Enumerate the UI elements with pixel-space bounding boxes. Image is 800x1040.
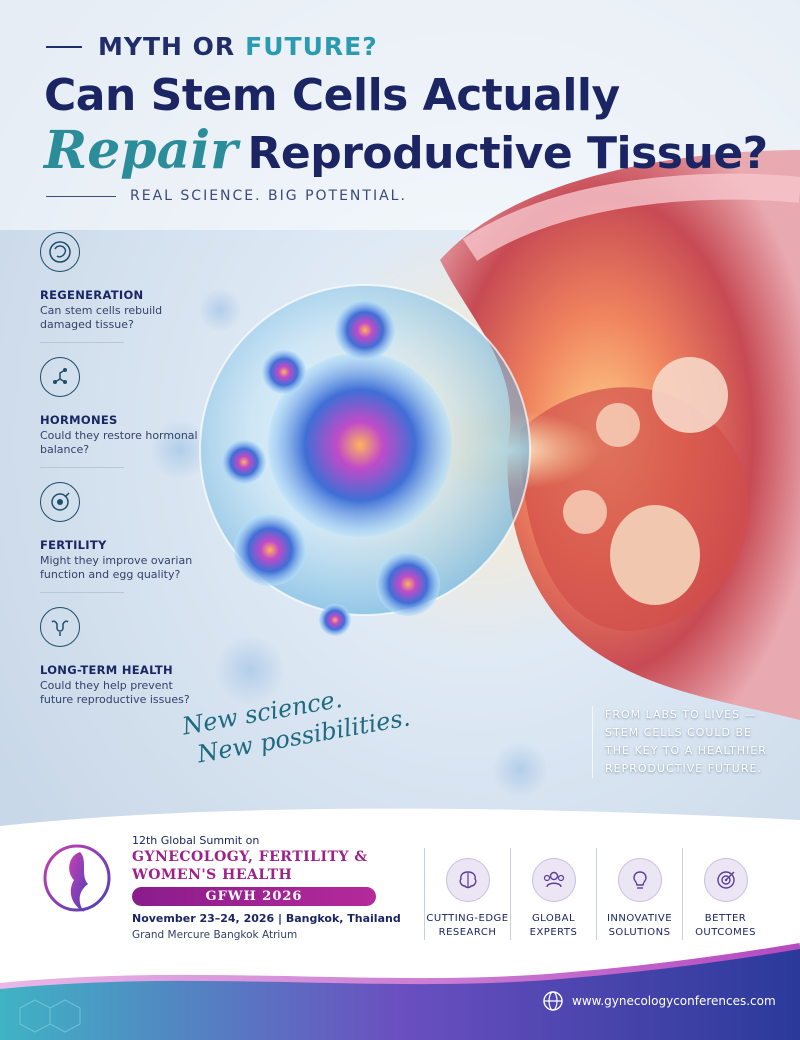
feature-title: HORMONES bbox=[40, 413, 118, 427]
egg-cell-icon bbox=[40, 482, 80, 522]
tagline-text: REAL SCIENCE. BIG POTENTIAL. bbox=[130, 188, 407, 204]
feature-title: LONG-TERM HEALTH bbox=[40, 663, 173, 677]
target-icon bbox=[703, 858, 748, 902]
feature-regeneration: REGENERATION Can stem cells rebuild dama… bbox=[40, 232, 200, 343]
feature-desc: Could they help prevent future reproduct… bbox=[40, 679, 190, 706]
summit-info: 12th Global Summit on GYNECOLOGY, FERTIL… bbox=[132, 834, 412, 941]
summit-venue: Grand Mercure Bangkok Atrium bbox=[132, 929, 298, 941]
pillar-label-line1: INNOVATIVE bbox=[606, 913, 673, 924]
pillar-label-line1: BETTER bbox=[704, 913, 747, 924]
feature-long-term-health: LONG-TERM HEALTH Could they help prevent… bbox=[40, 607, 200, 707]
pillar-label-line1: GLOBAL bbox=[531, 913, 576, 924]
brain-icon bbox=[445, 858, 490, 902]
headline-rest: Reproductive Tissue? bbox=[247, 128, 769, 179]
pillar-solutions: INNOVATIVE SOLUTIONS bbox=[596, 848, 682, 940]
pillar-research: CUTTING-EDGE RESEARCH bbox=[424, 848, 510, 940]
kicker-rule bbox=[46, 45, 82, 48]
kicker: MYTH OR FUTURE? bbox=[46, 32, 378, 61]
bottom-band bbox=[0, 808, 800, 1040]
feature-fertility: FERTILITY Might they improve ovarian fun… bbox=[40, 482, 200, 593]
kicker-future: FUTURE? bbox=[245, 32, 378, 61]
globe-icon bbox=[543, 991, 563, 1011]
headline-repair: Repair bbox=[44, 120, 238, 181]
people-icon bbox=[531, 858, 576, 902]
pillar-label-line2: OUTCOMES bbox=[695, 927, 756, 938]
summit-edition: 12th Global Summit on bbox=[132, 834, 260, 847]
feature-title: REGENERATION bbox=[40, 288, 144, 302]
summit-name-line1: GYNECOLOGY, FERTILITY & bbox=[132, 849, 368, 865]
quote-text: FROM LABS TO LIVES — STEM CELLS COULD BE… bbox=[592, 706, 772, 778]
feature-desc: Can stem cells rebuild damaged tissue? bbox=[40, 304, 163, 331]
summit-logo bbox=[40, 838, 114, 922]
divider bbox=[40, 342, 124, 343]
uterus-icon bbox=[40, 607, 80, 647]
tagline: REAL SCIENCE. BIG POTENTIAL. bbox=[46, 188, 407, 204]
summit-acronym-badge: GFWH 2026 bbox=[132, 887, 376, 906]
tagline-rule bbox=[46, 195, 116, 197]
pillar-label-line2: EXPERTS bbox=[529, 927, 578, 938]
kicker-myth: MYTH OR bbox=[98, 32, 236, 61]
feature-desc: Could they restore hormonal balance? bbox=[40, 429, 198, 456]
pillar-experts: GLOBAL EXPERTS bbox=[510, 848, 596, 940]
website-url: www.gynecologyconferences.com bbox=[572, 994, 776, 1008]
divider bbox=[40, 467, 124, 468]
pillar-label-line2: RESEARCH bbox=[438, 927, 497, 938]
feature-title: FERTILITY bbox=[40, 538, 107, 552]
stem-cell-artwork bbox=[0, 0, 800, 880]
pillar-label-line1: CUTTING-EDGE bbox=[426, 913, 509, 924]
feature-desc: Might they improve ovarian function and … bbox=[40, 554, 193, 581]
divider bbox=[40, 592, 124, 593]
lightbulb-icon bbox=[617, 858, 662, 902]
pillar-outcomes: BETTER OUTCOMES bbox=[682, 848, 768, 940]
feature-hormones: HORMONES Could they restore hormonal bal… bbox=[40, 357, 200, 468]
regeneration-icon bbox=[40, 232, 80, 272]
summit-date-location: November 23–24, 2026 | Bangkok, Thailand bbox=[132, 912, 401, 925]
feature-list: REGENERATION Can stem cells rebuild dama… bbox=[40, 232, 200, 707]
pillar-list: CUTTING-EDGE RESEARCH GLOBAL EXPERTS INN… bbox=[424, 848, 768, 940]
pillar-label-line2: SOLUTIONS bbox=[608, 927, 671, 938]
summit-name-line2: WOMEN'S HEALTH bbox=[132, 867, 293, 883]
molecule-icon bbox=[40, 357, 80, 397]
headline-line1: Can Stem Cells Actually bbox=[44, 70, 620, 121]
website-link[interactable]: www.gynecologyconferences.com bbox=[542, 990, 776, 1012]
